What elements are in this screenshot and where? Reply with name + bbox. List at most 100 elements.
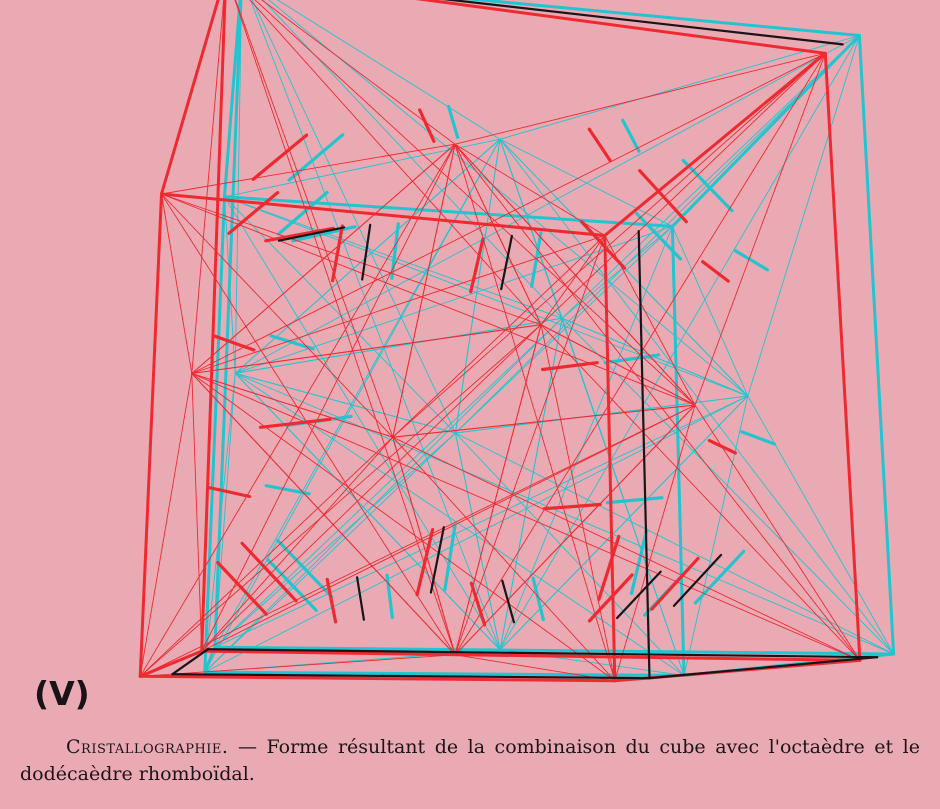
red-solid-edge xyxy=(418,108,436,143)
red-octahedron-edge xyxy=(392,143,456,438)
red-octahedron-edge xyxy=(540,324,696,406)
red-solid-edge xyxy=(216,560,268,616)
red-solid-edge xyxy=(325,577,338,624)
cyan-solid-edge xyxy=(681,158,734,213)
cyan-octahedron-edge xyxy=(234,372,456,434)
overlap-cube-edge xyxy=(171,673,651,680)
red-construction-line xyxy=(249,0,542,326)
cyan-construction-line xyxy=(561,35,860,319)
cyan-construction-line xyxy=(234,372,895,655)
cyan-solid-edge xyxy=(629,528,649,596)
cyan-construction-line xyxy=(499,35,860,140)
cyan-cube-edge xyxy=(465,0,861,37)
cyan-solid-edge xyxy=(264,484,311,496)
red-cube-edge xyxy=(160,192,607,237)
cyan-construction-line xyxy=(234,35,860,374)
red-construction-line xyxy=(201,404,696,652)
cyan-construction-line xyxy=(224,196,456,434)
cyan-solid-edge xyxy=(385,573,394,620)
red-construction-line xyxy=(139,324,542,677)
cyan-construction-line xyxy=(454,432,895,655)
cyan-cube-edge xyxy=(203,195,226,674)
red-solid-edge xyxy=(707,439,737,455)
cyan-octahedron-edge xyxy=(561,317,749,397)
cyan-octahedron-edge xyxy=(234,372,501,651)
red-construction-line xyxy=(161,143,456,195)
cyan-solid-edge xyxy=(447,104,460,139)
cyan-octahedron-edge xyxy=(454,432,501,651)
red-cube-edge xyxy=(138,674,617,683)
cyan-cube-edge xyxy=(203,670,686,677)
red-construction-line xyxy=(694,404,861,661)
cyan-construction-line xyxy=(214,395,749,648)
cyan-construction-line xyxy=(214,432,456,648)
red-solid-edge xyxy=(650,556,700,611)
red-cube-edge xyxy=(415,0,827,55)
red-construction-line xyxy=(254,0,696,406)
cyan-construction-line xyxy=(499,35,860,651)
red-construction-line xyxy=(139,143,456,677)
cyan-solid-edge xyxy=(443,523,457,592)
red-construction-line xyxy=(161,193,193,374)
red-construction-line xyxy=(139,654,456,677)
red-construction-line xyxy=(454,52,826,656)
red-construction-line xyxy=(139,373,193,677)
red-construction-line xyxy=(614,404,696,682)
red-construction-line xyxy=(454,235,606,656)
red-construction-line xyxy=(392,235,606,438)
cyan-construction-line xyxy=(499,225,673,651)
red-solid-edge xyxy=(213,334,256,352)
red-solid-edge xyxy=(264,226,335,243)
cyan-construction-line xyxy=(561,317,685,676)
cyan-solid-edge xyxy=(621,118,641,153)
red-solid-edge xyxy=(227,191,280,235)
red-construction-line xyxy=(201,143,456,652)
red-construction-line xyxy=(235,0,394,438)
cyan-construction-line xyxy=(683,395,749,676)
cyan-view-drawing xyxy=(203,0,896,677)
red-construction-line xyxy=(161,193,542,326)
cyan-construction-line xyxy=(214,317,563,648)
red-solid-edge xyxy=(415,527,435,597)
red-construction-line xyxy=(139,404,696,677)
red-octahedron-edge xyxy=(454,324,542,656)
red-construction-line xyxy=(454,654,616,682)
red-solid-edge xyxy=(587,573,634,623)
plate-number: (V) xyxy=(34,674,90,713)
red-octahedron-edge xyxy=(392,436,456,656)
red-construction-line xyxy=(191,235,606,374)
red-construction-line xyxy=(191,373,616,682)
red-construction-line xyxy=(454,143,616,682)
red-solid-edge xyxy=(542,502,602,511)
cyan-solid-edge xyxy=(733,249,770,272)
figure-caption: Cristallographie. — Forme résultant de l… xyxy=(20,734,920,788)
cyan-solid-edge xyxy=(693,549,746,605)
cyan-construction-line xyxy=(499,138,673,227)
red-octahedron-edge xyxy=(191,324,542,375)
red-construction-line xyxy=(454,52,826,145)
red-cube-edge xyxy=(200,649,862,662)
red-construction-line xyxy=(201,436,394,652)
red-construction-line xyxy=(261,0,456,145)
red-octahedron-edge xyxy=(454,404,696,656)
cyan-cube-edge xyxy=(223,195,674,228)
overlap-solid-edge xyxy=(361,223,372,281)
red-construction-line xyxy=(540,324,861,661)
cyan-cube-edge xyxy=(213,645,896,656)
cyan-construction-line xyxy=(204,432,456,673)
cyan-construction-line xyxy=(234,0,242,374)
red-octahedron-edge xyxy=(191,143,456,375)
red-construction-line xyxy=(201,324,542,652)
red-view-drawing xyxy=(138,0,862,683)
red-octahedron-edge xyxy=(191,372,394,438)
red-solid-edge xyxy=(469,237,485,294)
cyan-construction-line xyxy=(454,225,673,434)
red-cube-edge xyxy=(138,192,163,678)
red-cube-edge xyxy=(138,649,204,678)
red-construction-line xyxy=(392,436,616,682)
cyan-construction-line xyxy=(249,0,501,651)
red-cube-edge xyxy=(160,0,220,196)
cyan-construction-line xyxy=(747,35,860,397)
overlap-cube-edge xyxy=(442,0,844,46)
